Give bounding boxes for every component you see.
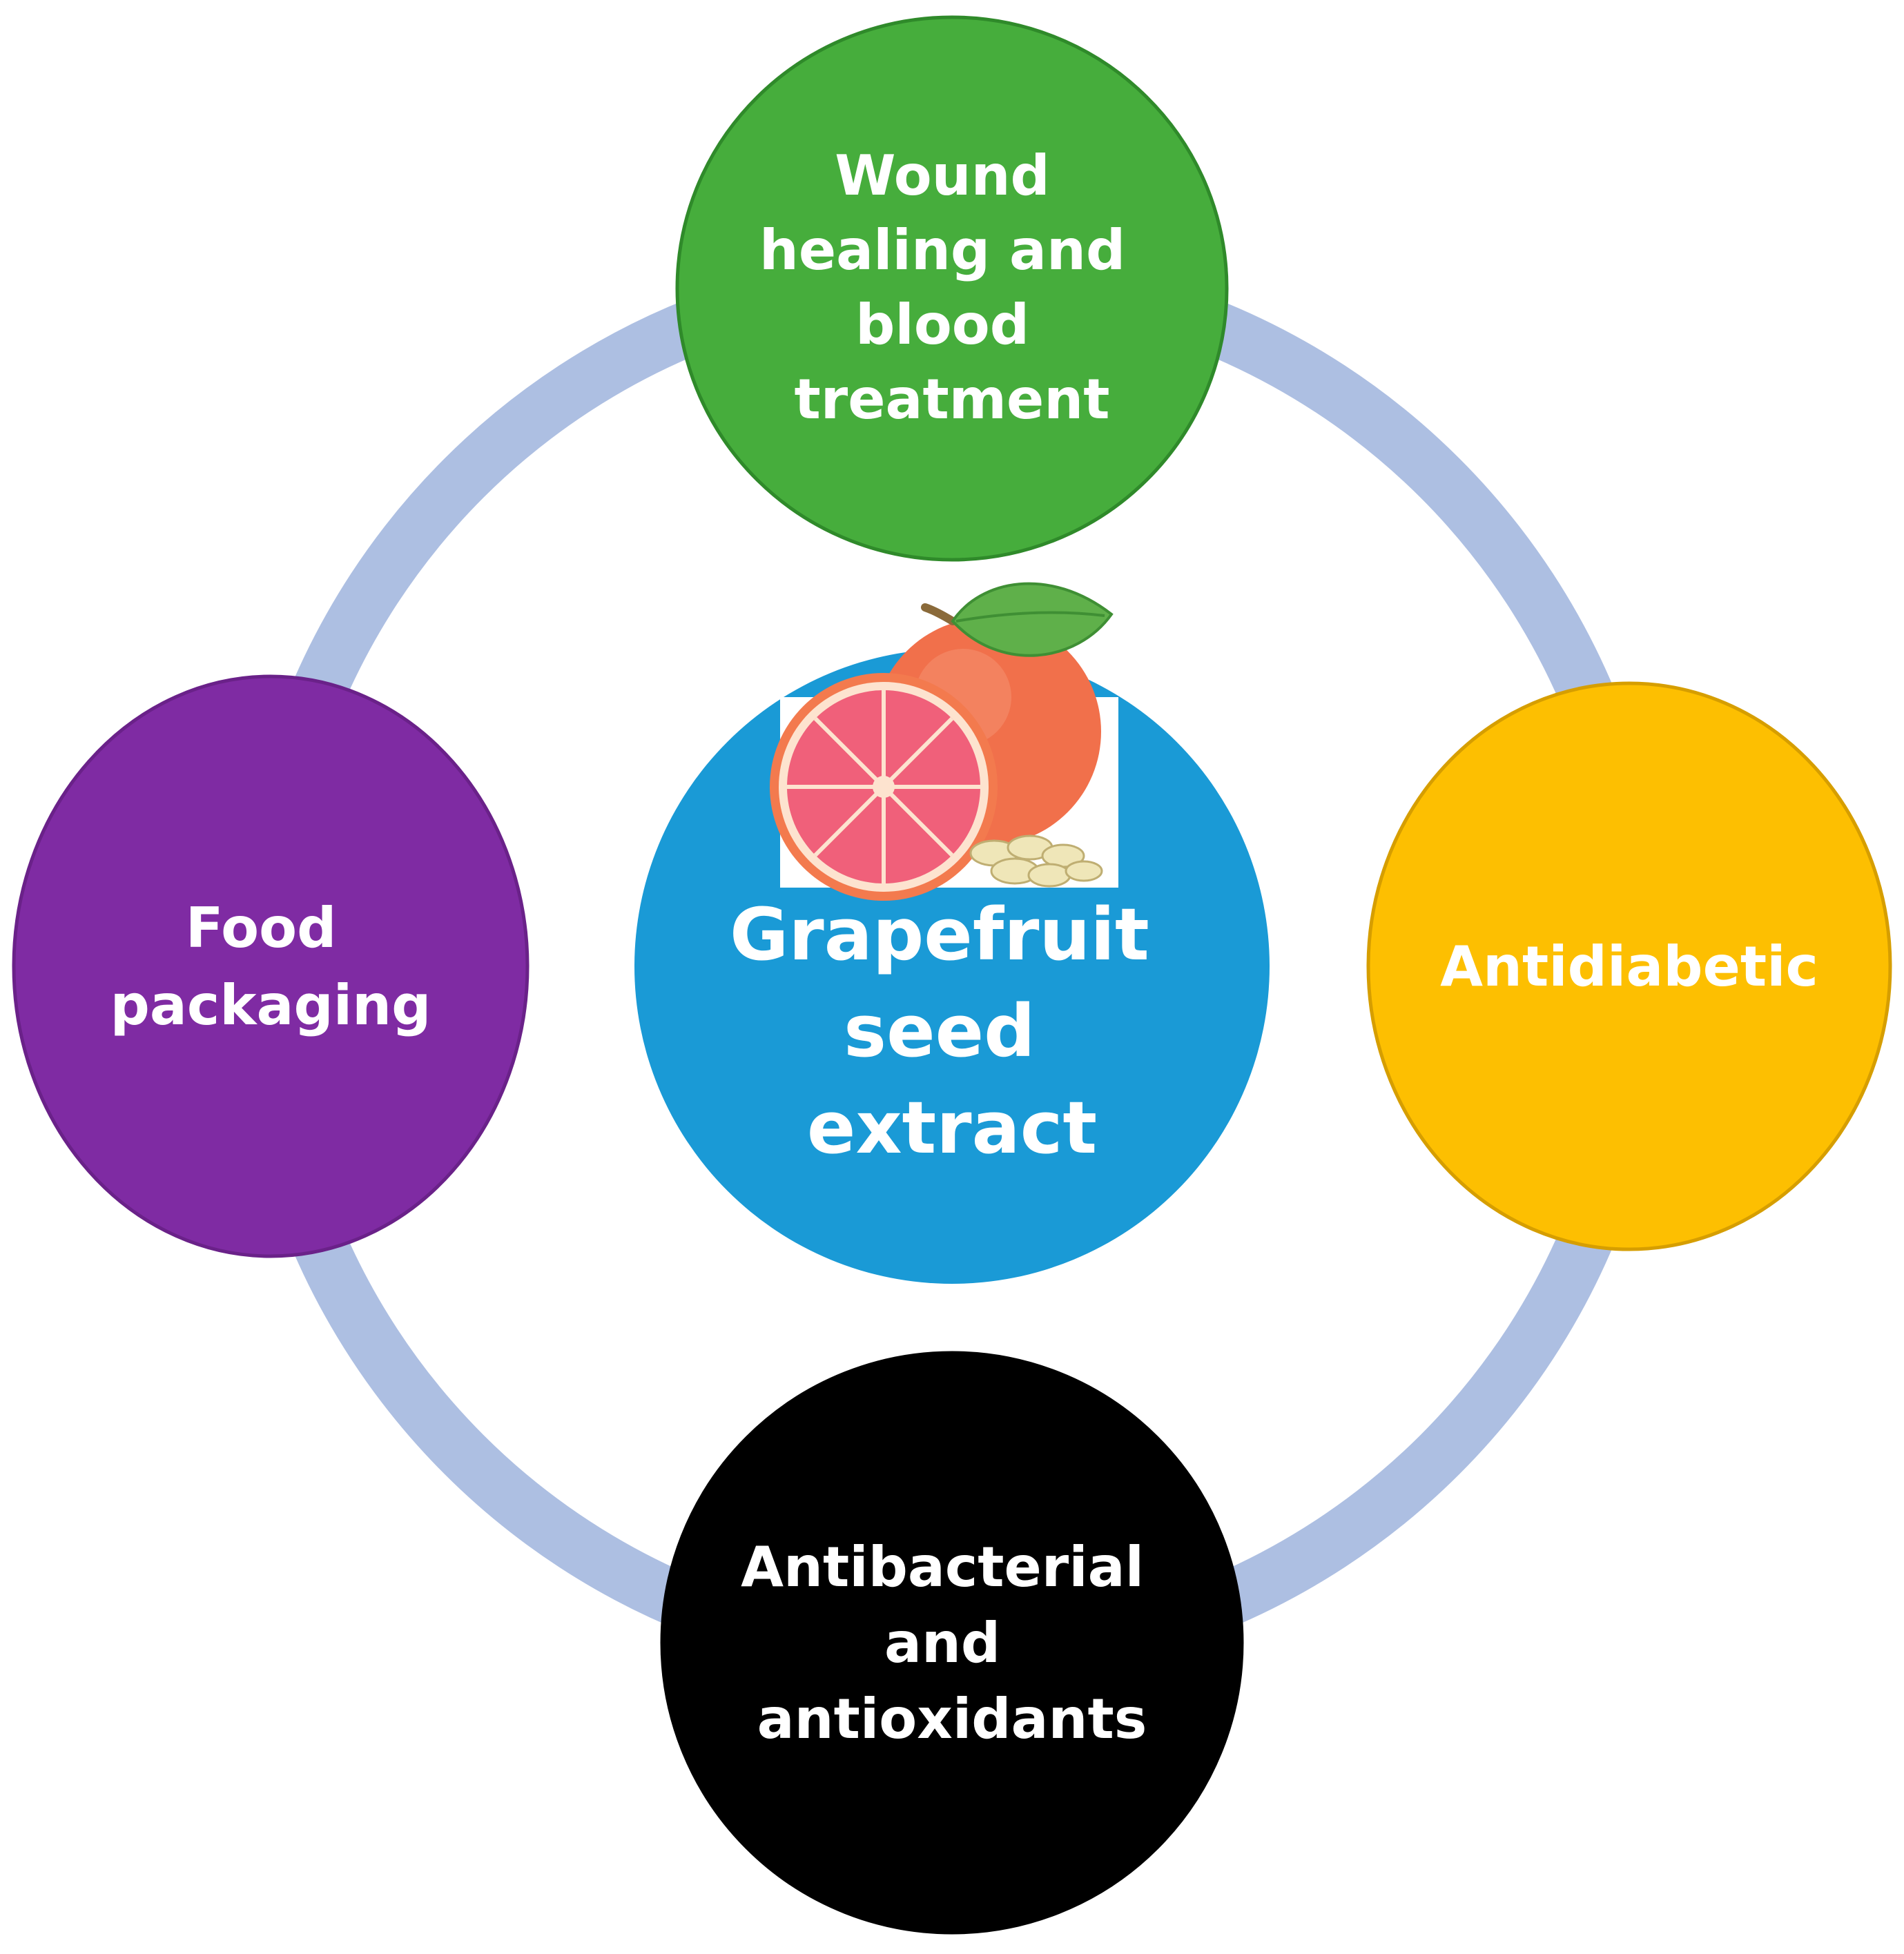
grapefruit-leaf <box>951 582 1114 657</box>
node-food-packaging-line-2: packaging <box>110 973 431 1037</box>
node-center-label: Grapefruit seed extract <box>730 892 1174 1170</box>
node-food-packaging-label: Food packaging <box>110 896 431 1037</box>
node-wound-healing-line-1: Wound <box>835 144 1050 208</box>
node-antidiabetic-circle <box>1366 681 1892 1251</box>
node-wound-healing-label: Wound healing and blood treatment <box>759 144 1145 431</box>
node-antibacterial-circle <box>660 1351 1244 1935</box>
node-center-line-1: Grapefruit <box>730 892 1149 977</box>
node-center: Grapefruit seed extract <box>634 582 1270 1284</box>
node-antibacterial-line-1: Antibacterial <box>741 1535 1144 1599</box>
node-antidiabetic-label: Antidiabetic <box>1440 935 1818 999</box>
node-wound-healing-line-4: treatment <box>795 367 1110 431</box>
node-wound-healing-line-3: blood <box>855 293 1029 357</box>
node-wound-healing-line-2: healing and <box>759 218 1125 282</box>
node-antibacterial-line-3: antioxidants <box>757 1687 1147 1751</box>
node-antibacterial-label: Antibacterial and antioxidants <box>741 1535 1163 1751</box>
node-center-line-2: seed <box>844 989 1035 1073</box>
node-antidiabetic-line-1: Antidiabetic <box>1440 935 1818 999</box>
grapefruit-stem <box>921 603 957 625</box>
node-center-line-3: extract <box>807 1086 1097 1170</box>
node-antidiabetic: Antidiabetic <box>1366 681 1892 1251</box>
node-antibacterial-line-2: and <box>884 1611 1000 1675</box>
node-wound-healing: Wound healing and blood treatment <box>675 15 1229 562</box>
node-wound-healing-circle <box>675 15 1229 562</box>
node-food-packaging-line-1: Food <box>186 896 337 960</box>
grapefruit-seeds <box>969 834 1103 888</box>
node-antibacterial: Antibacterial and antioxidants <box>660 1351 1244 1935</box>
node-food-packaging-circle <box>12 674 530 1258</box>
node-food-packaging: Food packaging <box>12 674 530 1258</box>
grapefruit-image <box>770 582 1114 901</box>
